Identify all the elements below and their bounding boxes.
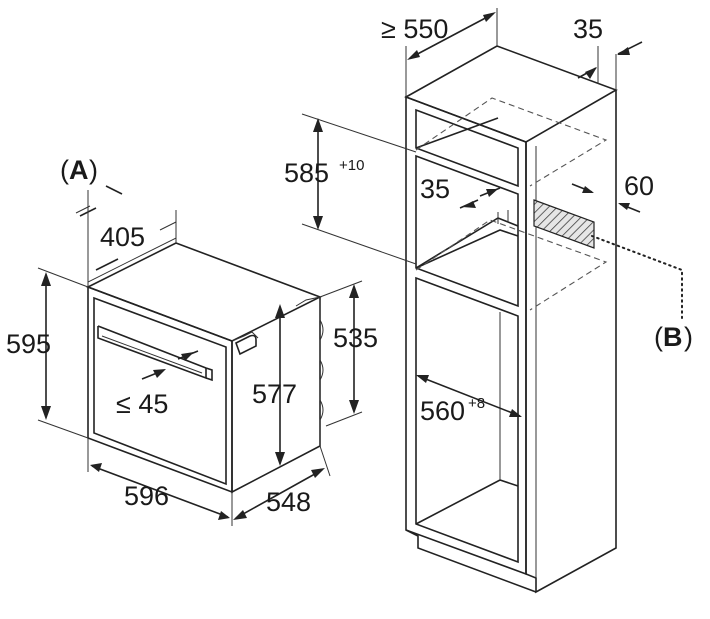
oven-top-face	[86, 242, 322, 342]
dim-535-text: 535	[333, 323, 378, 353]
dim-595: 595	[6, 267, 89, 439]
dim-577-text: 577	[252, 379, 297, 409]
dim-560-text: 560	[420, 396, 465, 426]
ventilation-cutout	[533, 199, 595, 249]
svg-text:): )	[89, 155, 98, 185]
dim-548-text: 548	[266, 487, 311, 517]
oven-side-latch	[235, 334, 257, 356]
svg-text:(: (	[60, 155, 69, 185]
oven-rear-step	[295, 296, 321, 307]
dim-577: 577	[252, 304, 297, 466]
cabinet-lower-opening	[415, 276, 519, 564]
cabinet-top	[404, 45, 618, 143]
dim-560: 560 +8	[416, 375, 522, 426]
callout-a: ( A )	[60, 155, 98, 282]
dim-550-text: ≥ 550	[381, 14, 448, 44]
dim-595-text: 595	[6, 329, 51, 359]
oven-side-edge	[319, 300, 324, 446]
dim-35-top: 35	[573, 14, 643, 90]
callout-b-letter: B	[663, 322, 683, 352]
dim-585-sup: +10	[339, 157, 364, 174]
oven-side-lip	[231, 331, 259, 342]
dim-60: 60	[571, 171, 654, 213]
dim-535: 535	[319, 280, 378, 427]
cabinet-plinth	[405, 529, 537, 593]
dim-596: 596	[87, 438, 233, 526]
oven-side-body	[231, 297, 321, 494]
svg-text:): )	[684, 322, 693, 352]
dim-560-sup: +8	[468, 395, 485, 412]
dim-405-text: 405	[100, 222, 145, 252]
callout-b: ( B )	[654, 322, 693, 352]
callout-a-letter: A	[69, 155, 89, 185]
dim-548: 548	[233, 445, 331, 520]
svg-text:(: (	[654, 322, 663, 352]
cabinet-drawing	[404, 45, 683, 594]
cabinet-right-side	[525, 90, 617, 594]
dim-550: ≥ 550	[381, 8, 498, 97]
dim-35-inner-text: 35	[420, 174, 450, 204]
cabinet-upper-opening	[415, 108, 519, 188]
dim-35-inner: 35	[420, 174, 501, 209]
dim-35-top-text: 35	[573, 14, 603, 44]
oven-top-lip	[87, 237, 177, 287]
oven-door	[93, 296, 227, 486]
dim-60-text: 60	[624, 171, 654, 201]
cabinet-niche-opening	[415, 154, 519, 308]
dim-585: 585 +10	[284, 113, 417, 265]
dim-585-text: 585	[284, 158, 329, 188]
oven-drawing	[86, 237, 324, 494]
dim-596-text: 596	[124, 481, 169, 511]
cabinet-front-outer	[405, 95, 527, 576]
oven-handle	[97, 325, 213, 382]
dim-handle-45-text: ≤ 45	[116, 389, 168, 419]
dim-handle-45: ≤ 45	[116, 350, 199, 419]
